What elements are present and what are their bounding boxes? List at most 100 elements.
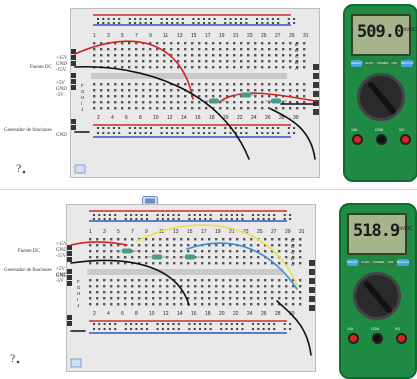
key-select[interactable]: SELECT	[347, 259, 359, 266]
breadboard-hole	[264, 303, 267, 306]
breadboard-hole	[142, 101, 145, 104]
breadboard-hole	[208, 256, 211, 259]
help-icon[interactable]: ?	[14, 160, 28, 174]
breadboard-hole	[149, 83, 152, 86]
breadboard-hole	[184, 107, 187, 110]
terminal-post	[71, 49, 76, 54]
breadboard-hole	[184, 101, 187, 104]
key-power[interactable]: POWER	[373, 259, 385, 266]
breadboard-hole	[159, 297, 162, 300]
rail-hole	[135, 323, 138, 325]
breadboard-hole	[170, 54, 173, 57]
breadboard-hole	[222, 244, 225, 247]
key-backlit[interactable]: BACKLIT	[401, 60, 414, 67]
key-off[interactable]: OFF	[390, 60, 399, 67]
label-minus15: -15V	[56, 254, 67, 259]
rail-hole	[204, 218, 207, 220]
breadboard-hole	[205, 48, 208, 51]
help-icon[interactable]: ?	[8, 350, 22, 364]
breadboard-hole	[110, 256, 113, 259]
breadboard-hole	[145, 238, 148, 241]
breadboard-hole	[257, 297, 260, 300]
breadboard-hole	[93, 101, 96, 104]
rail-hole	[156, 218, 159, 220]
breadboard-hole	[254, 95, 257, 98]
breadboard-hole	[240, 42, 243, 45]
breadboard-hole	[285, 279, 288, 282]
rail-hole	[107, 127, 110, 129]
column-number: 21	[229, 229, 235, 235]
column-number: 31	[299, 229, 305, 235]
rail-hole	[277, 132, 280, 134]
row-letter: B	[291, 256, 294, 261]
breadboard-hole	[226, 95, 229, 98]
breadboard-hole	[282, 54, 285, 57]
multimeter[interactable]: 509.0 mVDC SELECT AUTO POWER OFF BACKLIT…	[343, 4, 417, 182]
breadboard-hole	[264, 291, 267, 294]
breadboard-hole	[184, 66, 187, 69]
column-number: 27	[271, 229, 277, 235]
breadboard-hole	[114, 95, 117, 98]
multimeter[interactable]: 518.9 mVDC SELECT AUTO POWER OFF BACKLIT…	[339, 203, 417, 379]
meter-unit: mVDC	[402, 27, 417, 33]
column-number: 14	[181, 115, 187, 121]
breadboard-hole	[103, 256, 106, 259]
breadboard-hole	[219, 54, 222, 57]
label-plus15: +15V	[56, 242, 68, 247]
probe-jack-icon[interactable]	[352, 134, 363, 145]
breadboard-hole	[152, 297, 155, 300]
dial-icon[interactable]	[357, 73, 405, 121]
label-generador: Generador de funciones	[4, 128, 52, 133]
key-auto[interactable]: AUTO	[364, 60, 375, 67]
key-off[interactable]: OFF	[386, 259, 395, 266]
breadboard-hole	[187, 250, 190, 253]
breadboard-hole	[268, 42, 271, 45]
jumper-wire	[74, 40, 194, 100]
rail-hole	[245, 18, 248, 20]
row-letter: I	[77, 297, 78, 302]
breadboard-hole	[128, 101, 131, 104]
breadboard-hole	[268, 66, 271, 69]
breadboard-hole	[96, 285, 99, 288]
column-number: 8	[135, 311, 138, 317]
breadboard-hole	[93, 60, 96, 63]
panel-1: +15V GND -15V Fuente DC +5V GND -5V Gene…	[0, 0, 417, 189]
terminal-post	[313, 109, 319, 115]
key-select[interactable]: SELECT	[351, 60, 363, 67]
breadboard-hole	[261, 54, 264, 57]
breadboard-hole	[89, 297, 92, 300]
key-backlit[interactable]: BACKLIT	[397, 259, 410, 266]
column-number: 26	[261, 311, 267, 317]
rail-hole	[107, 22, 110, 24]
breadboard-hole	[264, 250, 267, 253]
resistor	[152, 254, 162, 260]
probe-jack-icon[interactable]	[376, 134, 387, 145]
breadboard-hole	[194, 291, 197, 294]
label-minus5: -5V	[56, 279, 64, 284]
probe-jack-icon[interactable]	[372, 333, 383, 344]
column-number: 20	[219, 311, 225, 317]
breadboard-hole	[282, 42, 285, 45]
dial-icon[interactable]	[353, 272, 401, 320]
breadboard-hole	[124, 303, 127, 306]
meter-keys: SELECT AUTO POWER OFF BACKLIT	[347, 259, 410, 268]
rail-hole	[176, 132, 179, 134]
probe-jack-icon[interactable]	[396, 333, 407, 344]
breadboard-hole	[100, 89, 103, 92]
breadboard-hole	[212, 42, 215, 45]
key-auto[interactable]: AUTO	[360, 259, 371, 266]
jack-10a-label: 10A	[351, 128, 358, 132]
label-plus15: +15V	[56, 56, 68, 61]
rail-hole	[266, 22, 269, 24]
breadboard-hole	[278, 291, 281, 294]
key-power[interactable]: POWER	[377, 60, 389, 67]
rail-hole	[220, 214, 223, 216]
probe-jack-icon[interactable]	[348, 333, 359, 344]
breadboard-hole	[149, 48, 152, 51]
probe-jack-icon[interactable]	[400, 134, 411, 145]
